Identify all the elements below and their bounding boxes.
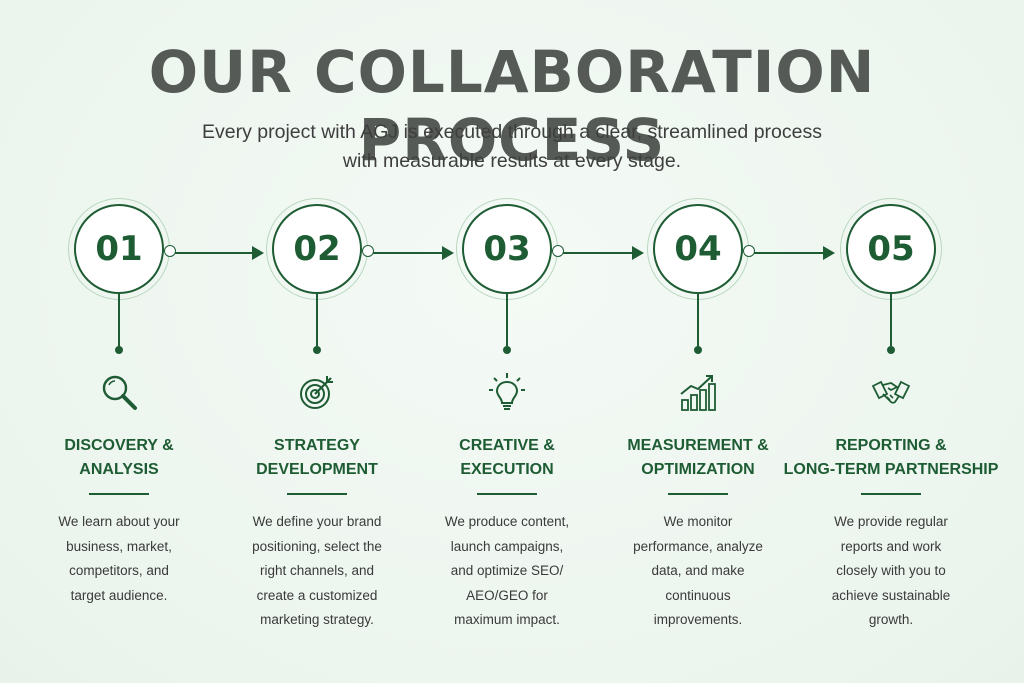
step-divider — [668, 493, 728, 495]
step-desc-line: We produce content, — [444, 514, 570, 529]
step-desc-line: growth. — [868, 612, 914, 627]
step-circle: 01 — [74, 204, 164, 294]
step-description: We define your brand positioning, select… — [217, 510, 417, 633]
step-desc-line: right channels, and — [259, 563, 375, 578]
step-title-line: ANALYSIS — [79, 461, 159, 478]
subtitle: Every project with AGJ is executed throu… — [112, 118, 912, 176]
step-title: REPORTING & LONG-TERM PARTNERSHIP — [781, 434, 1001, 482]
step-number: 05 — [867, 229, 915, 269]
step-divider — [861, 493, 921, 495]
step-desc-line: improvements. — [653, 612, 743, 627]
connector-line-1-2 — [172, 252, 254, 254]
step-title-line: LONG-TERM PARTNERSHIP — [783, 461, 999, 478]
step-desc-line: reports and work — [840, 538, 942, 554]
step-desc-line: maximum impact. — [454, 612, 560, 627]
target-icon — [300, 376, 333, 409]
page-title: OUR COLLABORATION PROCESS — [148, 38, 876, 174]
step-title-line: MEASUREMENT & — [627, 437, 769, 454]
step-description: We learn about your business, market, co… — [19, 510, 219, 608]
step-desc-line: AEO/GEO for — [466, 587, 548, 603]
step-desc-line: We monitor — [663, 514, 733, 529]
step-divider — [89, 493, 149, 495]
step-number: 03 — [483, 229, 531, 269]
step-desc-line: target audience. — [70, 587, 168, 603]
step-number: 01 — [95, 229, 143, 269]
step-circle: 03 — [462, 204, 552, 294]
step-title: CREATIVE & EXECUTION — [397, 434, 617, 482]
step-description: We provide regular reports and work clos… — [791, 510, 991, 633]
step-desc-line: performance, analyze — [633, 538, 763, 554]
step-description: We monitor performance, analyze data, an… — [598, 510, 798, 633]
step-desc-line: achieve sustainable — [831, 587, 951, 603]
arrowhead-2-3 — [442, 246, 454, 260]
stem-dot — [694, 346, 702, 354]
step-desc-line: create a customized — [256, 587, 378, 603]
step-desc-line: continuous — [665, 587, 731, 603]
connector-node — [164, 245, 176, 257]
arrowhead-1-2 — [252, 246, 264, 260]
step-stem — [118, 294, 120, 347]
step-number: 04 — [674, 229, 722, 269]
step-desc-line: We learn about your — [58, 514, 180, 529]
step-title-line: DISCOVERY & — [64, 437, 174, 454]
step-circle: 05 — [846, 204, 936, 294]
step-desc-line: We provide regular — [834, 514, 948, 529]
step-stem — [890, 294, 892, 347]
growth-chart-icon — [680, 375, 716, 411]
step-title-line: EXECUTION — [460, 461, 554, 478]
step-divider — [477, 493, 537, 495]
step-stem — [697, 294, 699, 347]
connector-node — [552, 245, 564, 257]
step-circle: 02 — [272, 204, 362, 294]
step-desc-line: business, market, — [66, 538, 172, 554]
step-title-line: STRATEGY — [274, 437, 360, 454]
step-desc-line: positioning, select the — [252, 538, 382, 554]
step-desc-line: We define your brand — [252, 514, 382, 529]
step-stem — [316, 294, 318, 347]
stem-dot — [115, 346, 123, 354]
connector-line-2-3 — [369, 252, 444, 254]
step-title-line: CREATIVE & — [459, 437, 555, 454]
step-number: 02 — [293, 229, 341, 269]
step-stem — [506, 294, 508, 347]
step-divider — [287, 493, 347, 495]
step-title-line: REPORTING & — [835, 437, 947, 454]
arrowhead-4-5 — [823, 246, 835, 260]
stem-dot — [503, 346, 511, 354]
magnifier-icon — [102, 375, 137, 410]
step-title: DISCOVERY & ANALYSIS — [9, 434, 229, 482]
step-title: STRATEGY DEVELOPMENT — [207, 434, 427, 482]
connector-line-4-5 — [750, 252, 825, 254]
handshake-icon — [871, 380, 911, 404]
step-desc-line: launch campaigns, — [450, 538, 564, 554]
subtitle-line: Every project with AGJ is executed throu… — [202, 121, 822, 143]
step-desc-line: data, and make — [651, 563, 745, 578]
step-circle: 04 — [653, 204, 743, 294]
stem-dot — [887, 346, 895, 354]
step-desc-line: and optimize SEO/ — [450, 563, 564, 578]
step-title-line: OPTIMIZATION — [641, 461, 755, 478]
step-title: MEASUREMENT & OPTIMIZATION — [588, 434, 808, 482]
step-description: We produce content, launch campaigns, an… — [407, 510, 607, 633]
stem-dot — [313, 346, 321, 354]
connector-line-3-4 — [557, 252, 634, 254]
step-desc-line: closely with you to — [836, 563, 946, 578]
step-title-line: DEVELOPMENT — [256, 461, 378, 478]
lightbulb-icon — [489, 373, 525, 410]
subtitle-line: with measurable results at every stage. — [342, 150, 682, 172]
connector-node — [362, 245, 374, 257]
step-desc-line: marketing strategy. — [260, 612, 374, 627]
step-desc-line: competitors, and — [69, 563, 169, 578]
arrowhead-3-4 — [632, 246, 644, 260]
connector-node — [743, 245, 755, 257]
